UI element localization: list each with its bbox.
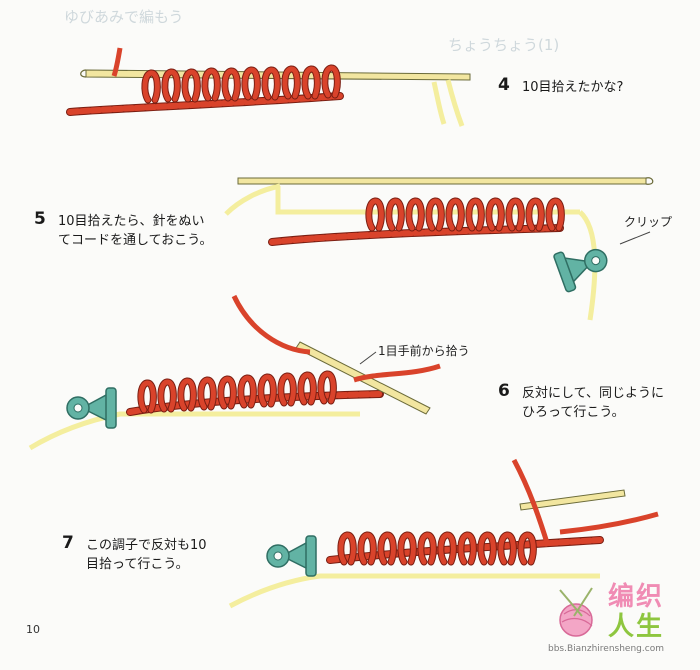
illustration-step-7 [228, 458, 659, 609]
step-number: 6 [498, 381, 510, 401]
step-text-line: 10目拾えたら、針をぬい [58, 214, 205, 229]
watermark-title-line2: 人生 [608, 612, 665, 642]
watermark-url: bbs.Bianzhirensheng.com [548, 644, 664, 654]
step-7: 7 この調子で反対も10 目拾って行こう。 [62, 533, 207, 574]
step-text-line: てコードを通しておこう。 [58, 233, 213, 248]
faded-header-right: ちょうちょう(1) [448, 36, 560, 54]
faded-header-left: ゆびあみで編もう [64, 8, 184, 26]
yarn-ball-icon [559, 587, 593, 637]
step-text-line: ひろって行こう。 [522, 405, 625, 420]
step-number: 7 [62, 533, 74, 553]
callout-pick-one-stitch: 1目手前から拾う [378, 344, 470, 358]
page-number: 10 [26, 623, 40, 636]
step-text-line: 10目拾えたかな? [522, 80, 624, 95]
watermark-title-line1: 编织 [608, 582, 665, 612]
step-4: 4 10目拾えたかな? [498, 75, 624, 97]
illustration-step-5 [224, 177, 654, 321]
step-5: 5 10目拾えたら、針をぬい てコードを通しておこう。 [34, 209, 213, 250]
step-number: 4 [498, 75, 510, 95]
step-text-line: この調子で反対も10 [86, 538, 207, 553]
step-text-line: 反対にして、同じように [522, 386, 664, 401]
watermark-logo: 编织 人生 bbs.Bianzhirensheng.com [548, 572, 698, 668]
illustration-step-6 [28, 294, 441, 451]
callout-clip: クリップ [624, 215, 673, 229]
illustration-step-4 [66, 47, 471, 127]
step-text-line: 目拾って行こう。 [86, 557, 189, 572]
step-6: 6 反対にして、同じように ひろって行こう。 [498, 381, 664, 422]
step-number: 5 [34, 209, 46, 229]
